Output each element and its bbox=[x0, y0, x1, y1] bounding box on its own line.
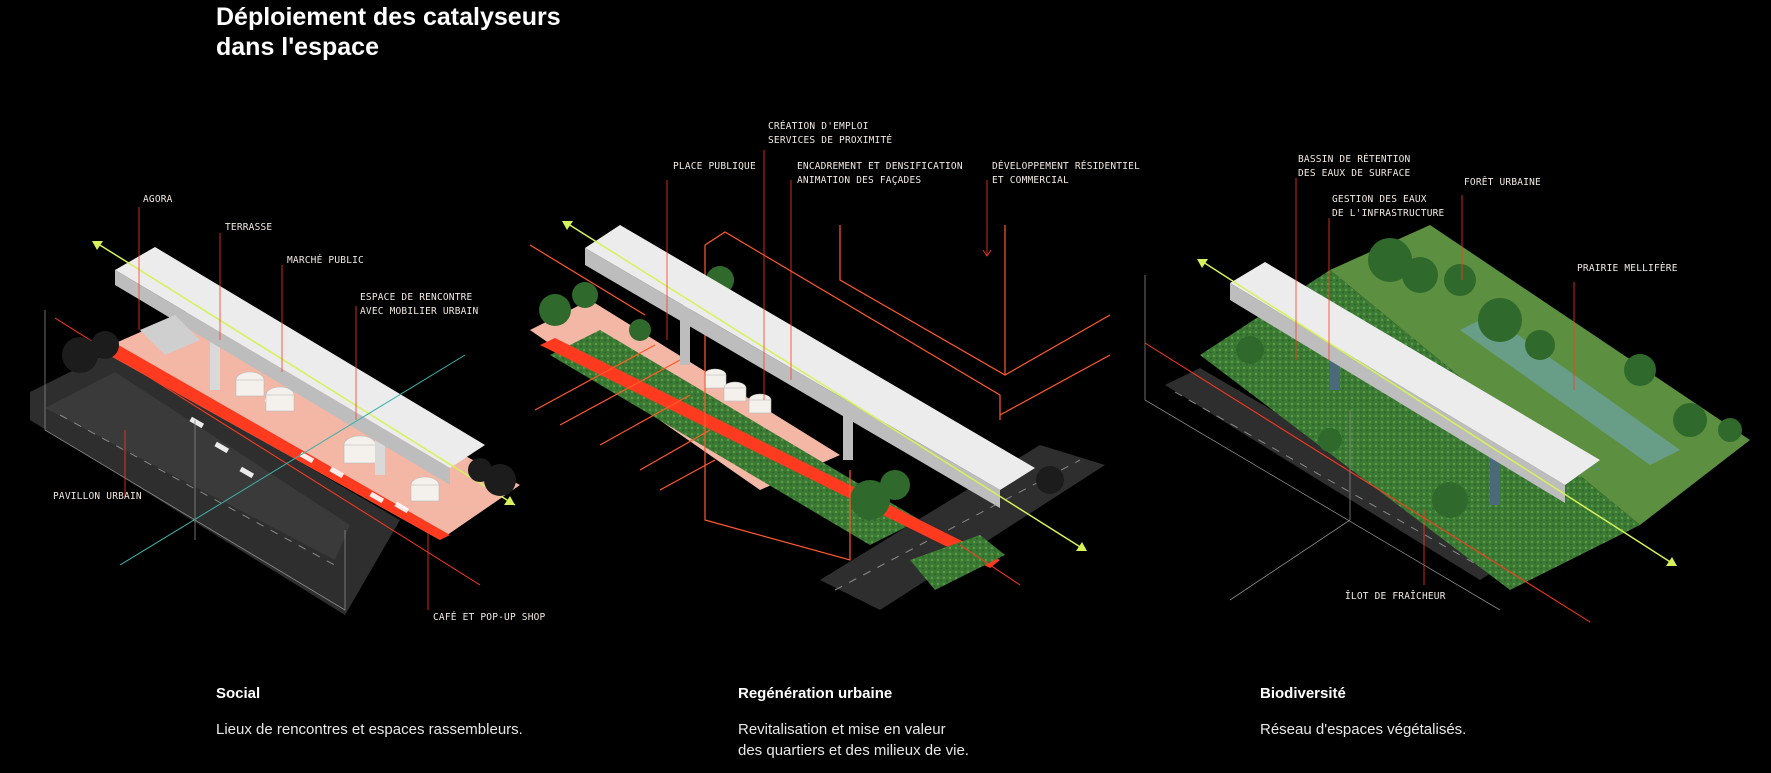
label-foret-urbaine: FORÊT URBAINE bbox=[1464, 177, 1541, 188]
label-agora: AGORA bbox=[143, 194, 173, 205]
label-encadrement: ENCADREMENT ET DENSIFICATION ANIMATION D… bbox=[797, 160, 963, 188]
label-encadrement-line-2: ANIMATION DES FAÇADES bbox=[797, 175, 922, 186]
label-pavillon-urbain: PAVILLON URBAIN bbox=[53, 491, 142, 502]
water-channel bbox=[1460, 315, 1680, 465]
label-bassin-retention: BASSIN DE RÉTENTION DES EAUX DE SURFACE bbox=[1298, 153, 1410, 181]
caption-text-biodiversite: Réseau d'espaces végétalisés. bbox=[1260, 719, 1466, 740]
label-espace-line-1: ESPACE DE RENCONTRE bbox=[360, 292, 473, 303]
label-developpement: DÉVELOPPEMENT RÉSIDENTIEL ET COMMERCIAL bbox=[992, 160, 1140, 188]
page-title: Déploiement des catalyseurs dans l'espac… bbox=[216, 2, 561, 62]
label-bassin-line-1: BASSIN DE RÉTENTION bbox=[1298, 154, 1411, 165]
caption-text-social: Lieux de rencontres et espaces rassemble… bbox=[216, 719, 523, 740]
garden-block bbox=[910, 535, 1005, 590]
caption-text-regeneration: Revitalisation et mise en valeur des qua… bbox=[738, 719, 969, 761]
green-strip bbox=[1200, 270, 1640, 590]
panel-regeneration-illustration bbox=[529, 150, 1111, 610]
panel-social-illustration bbox=[30, 207, 520, 615]
label-creation-line-2: SERVICES DE PROXIMITÉ bbox=[768, 135, 893, 146]
label-gestion-line-2: DE L'INFRASTRUCTURE bbox=[1332, 208, 1445, 219]
label-encadrement-line-1: ENCADREMENT ET DENSIFICATION bbox=[797, 161, 963, 172]
label-place-publique: PLACE PUBLIQUE bbox=[673, 161, 756, 172]
label-developpement-line-1: DÉVELOPPEMENT RÉSIDENTIEL bbox=[992, 161, 1140, 172]
viaduct bbox=[1230, 262, 1600, 485]
label-marche-public: MARCHÉ PUBLIC bbox=[287, 255, 364, 266]
label-creation-line-1: CRÉATION D'EMPLOI bbox=[768, 121, 869, 132]
caption-heading-social: Social bbox=[216, 685, 261, 702]
label-gestion-eaux: GESTION DES EAUX DE L'INFRASTRUCTURE bbox=[1332, 193, 1444, 221]
label-prairie-mellifere: PRAIRIE MELLIFÈRE bbox=[1577, 263, 1678, 274]
caption-heading-biodiversite: Biodiversité bbox=[1260, 685, 1346, 702]
panel-biodiversity-illustration bbox=[1144, 178, 1750, 623]
road-lanes bbox=[45, 372, 350, 560]
title-line-2: dans l'espace bbox=[216, 33, 379, 61]
caption-social-line-1: Lieux de rencontres et espaces rassemble… bbox=[216, 721, 523, 738]
viaduct bbox=[115, 247, 485, 468]
label-espace-rencontre: ESPACE DE RENCONTRE AVEC MOBILIER URBAIN bbox=[360, 291, 478, 319]
label-espace-line-2: AVEC MOBILIER URBAIN bbox=[360, 306, 479, 317]
caption-heading-regeneration: Regénération urbaine bbox=[738, 685, 893, 702]
label-ilot-fraicheur: ÎLOT DE FRAÎCHEUR bbox=[1345, 591, 1446, 602]
label-developpement-line-2: ET COMMERCIAL bbox=[992, 175, 1069, 186]
label-bassin-line-2: DES EAUX DE SURFACE bbox=[1298, 168, 1411, 179]
caption-biodiversite-line-1: Réseau d'espaces végétalisés. bbox=[1260, 721, 1467, 738]
label-gestion-line-1: GESTION DES EAUX bbox=[1332, 194, 1427, 205]
title-line-1: Déploiement des catalyseurs bbox=[216, 3, 561, 31]
caption-regeneration-line-1: Revitalisation et mise en valeur bbox=[738, 721, 946, 738]
label-creation-emploi: CRÉATION D'EMPLOI SERVICES DE PROXIMITÉ bbox=[768, 120, 892, 148]
viaduct bbox=[585, 225, 1035, 490]
label-terrasse: TERRASSE bbox=[225, 222, 273, 233]
caption-regeneration-line-2: des quartiers et des milieux de vie. bbox=[738, 742, 969, 759]
label-cafe-popup: CAFÉ ET POP-UP SHOP bbox=[433, 612, 546, 623]
accent-path bbox=[100, 343, 450, 540]
road-slab bbox=[820, 445, 1105, 610]
